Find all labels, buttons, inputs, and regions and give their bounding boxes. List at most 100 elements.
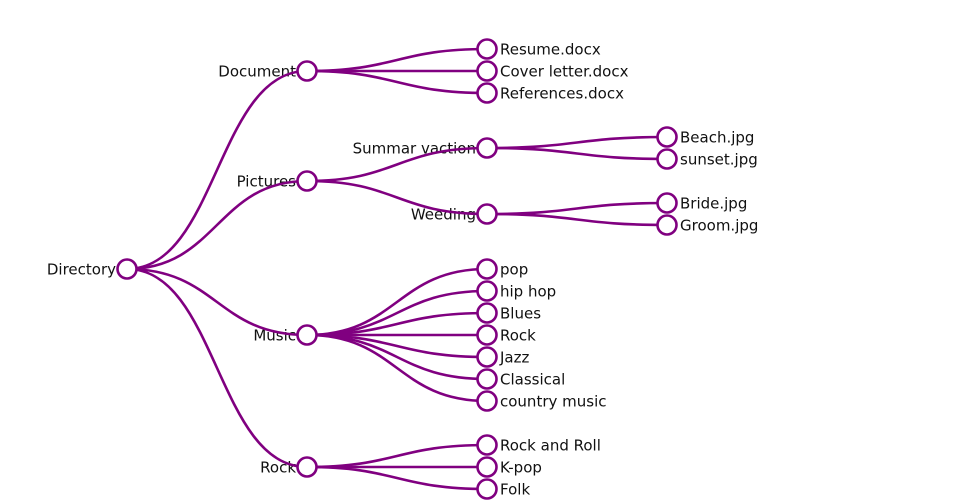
node-circle-icon[interactable]: [476, 456, 498, 478]
link-directory-to-pictures: [126, 179, 308, 271]
node-label: Rock and Roll: [500, 436, 601, 454]
node-circle-icon[interactable]: [656, 214, 678, 236]
node-circle-icon[interactable]: [296, 170, 318, 192]
node-circle-icon[interactable]: [656, 148, 678, 170]
leaf-node-sunset-jpg[interactable]: [656, 148, 678, 170]
folder-node-music-label-group: Music: [253, 326, 296, 344]
node-label: Document: [218, 62, 296, 80]
node-circle-icon[interactable]: [476, 38, 498, 60]
link-directory-to-document: [126, 69, 308, 271]
leaf-node-beach-jpg-label-group: Beach.jpg: [680, 128, 754, 146]
leaf-node-references-docx-label-group: References.docx: [500, 84, 624, 102]
node-circle-icon[interactable]: [476, 302, 498, 324]
node-label: pop: [500, 260, 528, 278]
link-music-to-country-music: [306, 333, 488, 403]
leaf-node-references-docx[interactable]: [476, 82, 498, 104]
folder-node-weeding-label-group: Weeding: [411, 205, 476, 223]
leaf-node-resume-docx[interactable]: [476, 38, 498, 60]
leaf-node-pop[interactable]: [476, 258, 498, 280]
link-document-to-resume-docx: [306, 47, 488, 73]
node-circle-icon[interactable]: [476, 137, 498, 159]
node-label: Summar vaction: [353, 139, 476, 157]
leaf-node-blues[interactable]: [476, 302, 498, 324]
node-circle-icon[interactable]: [476, 368, 498, 390]
leaf-node-pop-label-group: pop: [500, 260, 528, 278]
link-directory-to-rock: [126, 267, 308, 469]
leaf-node-groom-jpg-label-group: Groom.jpg: [680, 216, 758, 234]
folder-node-rock[interactable]: [296, 456, 318, 478]
folder-node-document[interactable]: [296, 60, 318, 82]
leaf-node-bride-jpg[interactable]: [656, 192, 678, 214]
folder-node-directory[interactable]: [116, 258, 138, 280]
node-label: Beach.jpg: [680, 128, 754, 146]
node-label: K-pop: [500, 458, 542, 476]
leaf-node-hip-hop[interactable]: [476, 280, 498, 302]
node-circle-icon[interactable]: [656, 126, 678, 148]
node-circle-icon[interactable]: [476, 324, 498, 346]
node-circle-icon[interactable]: [656, 192, 678, 214]
link-summar-vaction-to-beach-jpg: [486, 135, 668, 150]
tree-nodes: [116, 38, 678, 500]
node-circle-icon[interactable]: [296, 456, 318, 478]
link-document-to-references-docx: [306, 69, 488, 95]
node-label: Pictures: [237, 172, 297, 190]
node-circle-icon[interactable]: [296, 324, 318, 346]
node-label: Folk: [500, 480, 530, 498]
leaf-node-k-pop-label-group: K-pop: [500, 458, 542, 476]
link-pictures-to-summar-vaction: [306, 146, 488, 183]
link-weeding-to-bride-jpg: [486, 201, 668, 216]
node-label: Cover letter.docx: [500, 62, 629, 80]
link-summar-vaction-to-sunset-jpg: [486, 146, 668, 161]
leaf-node-jazz[interactable]: [476, 346, 498, 368]
leaf-node-rock[interactable]: [476, 324, 498, 346]
leaf-node-folk[interactable]: [476, 478, 498, 500]
folder-node-music[interactable]: [296, 324, 318, 346]
node-label: Jazz: [499, 348, 529, 366]
leaf-node-rock-and-roll-label-group: Rock and Roll: [500, 436, 601, 454]
node-label: Bride.jpg: [680, 194, 747, 212]
folder-node-rock-label-group: Rock: [260, 458, 296, 476]
node-label: Resume.docx: [500, 40, 601, 58]
node-circle-icon[interactable]: [476, 390, 498, 412]
folder-node-summar-vaction-label-group: Summar vaction: [353, 139, 476, 157]
leaf-node-classical-label-group: Classical: [500, 370, 565, 388]
leaf-node-rock-label-group: Rock: [500, 326, 536, 344]
leaf-node-jazz-label-group: Jazz: [499, 348, 529, 366]
folder-node-pictures[interactable]: [296, 170, 318, 192]
leaf-node-folk-label-group: Folk: [500, 480, 530, 498]
leaf-node-beach-jpg[interactable]: [656, 126, 678, 148]
node-circle-icon[interactable]: [476, 60, 498, 82]
node-label: sunset.jpg: [680, 150, 758, 168]
leaf-node-k-pop[interactable]: [476, 456, 498, 478]
leaf-node-groom-jpg[interactable]: [656, 214, 678, 236]
node-circle-icon[interactable]: [476, 82, 498, 104]
node-circle-icon[interactable]: [296, 60, 318, 82]
folder-node-summar-vaction[interactable]: [476, 137, 498, 159]
node-circle-icon[interactable]: [476, 478, 498, 500]
node-circle-icon[interactable]: [476, 280, 498, 302]
node-label: Music: [253, 326, 296, 344]
node-circle-icon[interactable]: [476, 346, 498, 368]
folder-node-weeding[interactable]: [476, 203, 498, 225]
link-pictures-to-weeding: [306, 179, 488, 216]
node-label: Classical: [500, 370, 565, 388]
leaf-node-blues-label-group: Blues: [500, 304, 541, 322]
tree-links: [126, 47, 668, 491]
leaf-node-country-music-label-group: country music: [500, 392, 606, 410]
node-label: Rock: [500, 326, 536, 344]
node-label: Blues: [500, 304, 541, 322]
leaf-node-resume-docx-label-group: Resume.docx: [500, 40, 601, 58]
leaf-node-country-music[interactable]: [476, 390, 498, 412]
node-circle-icon[interactable]: [476, 203, 498, 225]
node-label: Weeding: [411, 205, 476, 223]
link-directory-to-music: [126, 267, 308, 337]
node-circle-icon[interactable]: [476, 258, 498, 280]
node-circle-icon[interactable]: [116, 258, 138, 280]
folder-node-pictures-label-group: Pictures: [237, 172, 297, 190]
folder-node-directory-label-group: Directory: [47, 260, 116, 278]
leaf-node-rock-and-roll[interactable]: [476, 434, 498, 456]
node-circle-icon[interactable]: [476, 434, 498, 456]
leaf-node-classical[interactable]: [476, 368, 498, 390]
leaf-node-cover-letter-docx[interactable]: [476, 60, 498, 82]
